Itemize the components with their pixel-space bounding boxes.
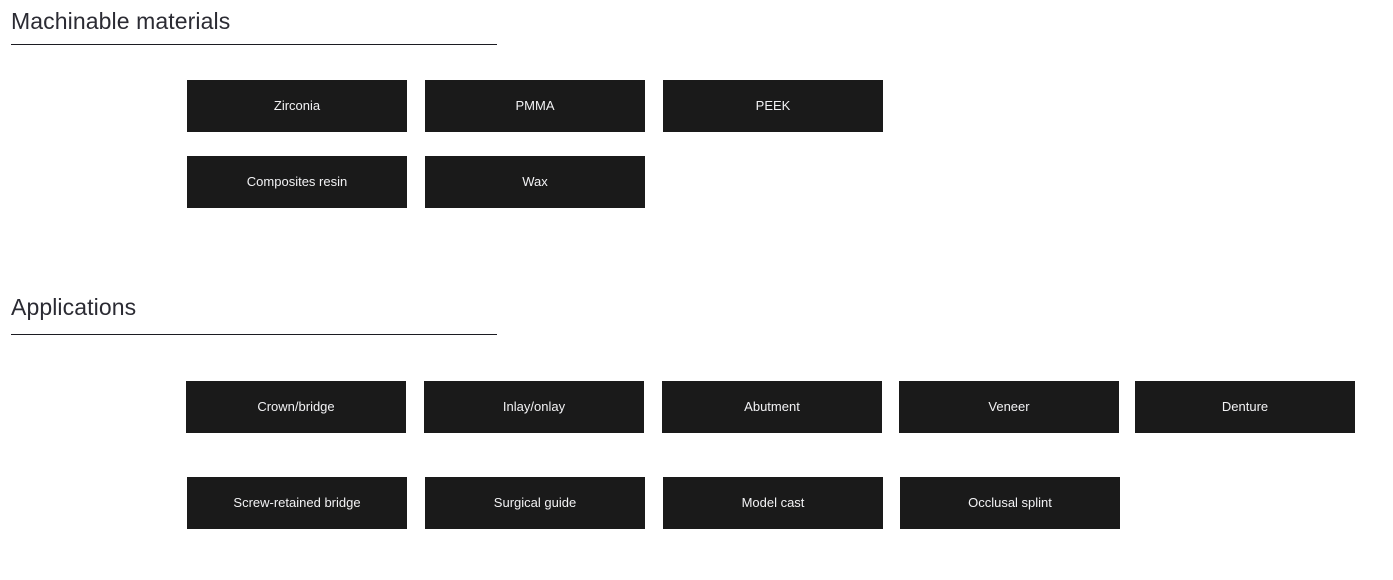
- application-chip[interactable]: Model cast: [663, 477, 883, 529]
- section-heading-machinable-materials: Machinable materials: [11, 8, 231, 34]
- application-chip[interactable]: Abutment: [662, 381, 882, 433]
- material-chip[interactable]: PMMA: [425, 80, 645, 132]
- section-divider: [11, 334, 497, 335]
- material-chip[interactable]: PEEK: [663, 80, 883, 132]
- application-chip[interactable]: Occlusal splint: [900, 477, 1120, 529]
- application-chip[interactable]: Inlay/onlay: [424, 381, 644, 433]
- material-chip[interactable]: Zirconia: [187, 80, 407, 132]
- section-heading-applications: Applications: [11, 294, 137, 320]
- application-chip[interactable]: Surgical guide: [425, 477, 645, 529]
- material-chip[interactable]: Wax: [425, 156, 645, 208]
- application-chip[interactable]: Screw-retained bridge: [187, 477, 407, 529]
- section-divider: [11, 44, 497, 45]
- application-chip[interactable]: Crown/bridge: [186, 381, 406, 433]
- application-chip[interactable]: Denture: [1135, 381, 1355, 433]
- material-chip[interactable]: Composites resin: [187, 156, 407, 208]
- application-chip[interactable]: Veneer: [899, 381, 1119, 433]
